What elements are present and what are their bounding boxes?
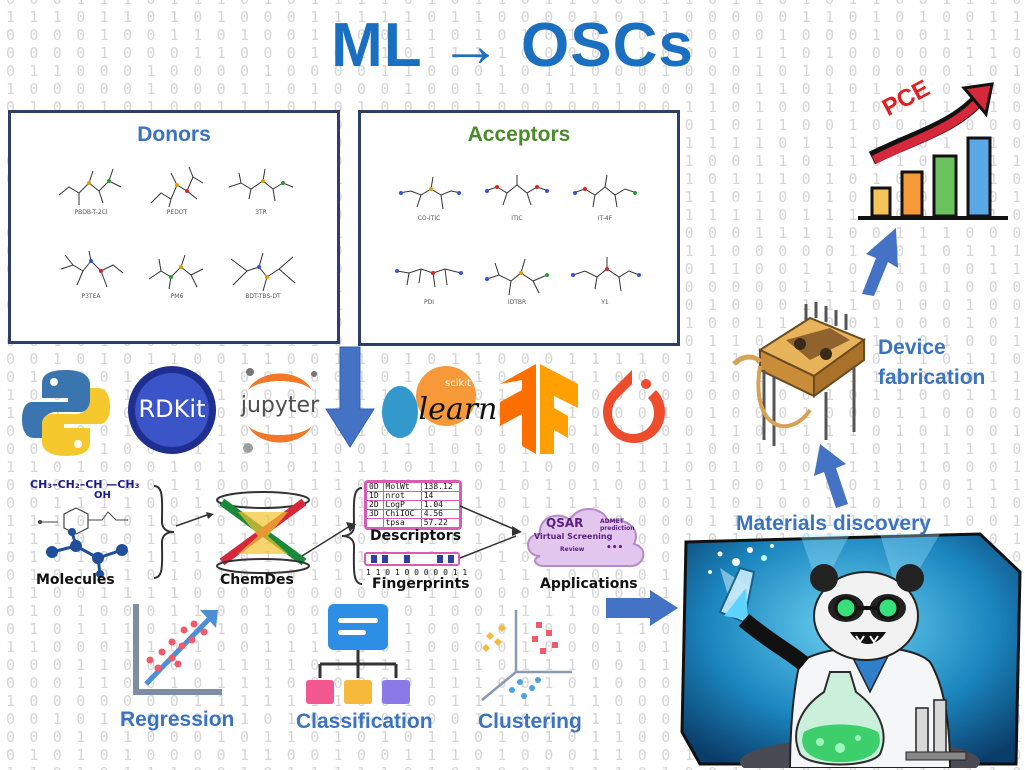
jupyter-logo-text: jupyter bbox=[240, 393, 320, 418]
molecule-formula-oh: OH bbox=[94, 490, 111, 501]
applications-label: Applications bbox=[540, 576, 638, 592]
regression-chart-icon bbox=[133, 604, 222, 695]
acceptor-molecule: Y1 bbox=[565, 255, 645, 306]
molecules-label: Molecules bbox=[36, 572, 115, 588]
up-arrow-icon bbox=[814, 444, 848, 508]
molecule-label: IT-4F bbox=[597, 215, 613, 222]
down-arrow-icon bbox=[325, 346, 375, 448]
donor-molecule: BDT-TBS-DT bbox=[221, 249, 305, 300]
binary-column: 1 0 0 1 0 0 0 0 1 0 1 0 1 0 0 1 0 0 0 1 … bbox=[731, 0, 741, 770]
molecule-label: IDTBR bbox=[507, 299, 527, 306]
descriptor-cell bbox=[366, 518, 384, 528]
molecule-structure-icon bbox=[58, 168, 122, 205]
molecule-structure-icon bbox=[395, 268, 463, 288]
molecule-label: CO-ITIC bbox=[417, 215, 441, 222]
device-illustration bbox=[732, 302, 867, 446]
molecule-structure-icon bbox=[572, 174, 638, 208]
molecule-label: PBDB-T-2Cl bbox=[74, 209, 108, 216]
device-fabrication-label-line1: Device bbox=[878, 336, 946, 359]
molecule-label: ITIC bbox=[511, 215, 523, 222]
sklearn-logo-small-text: scikit bbox=[445, 378, 471, 389]
more-dots: ••• bbox=[606, 543, 624, 553]
molecule-label: P3TEA bbox=[81, 293, 101, 300]
molecule-drawings-icon bbox=[38, 507, 128, 578]
molecule-structure-icon bbox=[148, 254, 204, 290]
fingerprint-bar bbox=[364, 552, 460, 566]
chemdes-logo-icon bbox=[216, 491, 310, 574]
acceptor-molecule: ITIC bbox=[477, 171, 557, 222]
rdkit-logo-text: RDKit bbox=[138, 395, 206, 423]
arrow-right-icon bbox=[175, 512, 214, 527]
applications-cloud-icon bbox=[527, 508, 645, 568]
jupyter-logo-icon bbox=[243, 368, 317, 453]
brace-icon bbox=[341, 487, 363, 585]
donor-molecule: P3TEA bbox=[51, 249, 131, 300]
donor-molecule: PBDB-T-2Cl bbox=[51, 165, 131, 216]
donor-molecule: PM6 bbox=[137, 249, 217, 300]
molecule-label: 3TR bbox=[255, 209, 267, 216]
python-logo-icon bbox=[22, 370, 110, 456]
donors-panel: Donors PBDB-T-2Cl PEDOT 3TR P3TEA PM6 BD… bbox=[8, 110, 340, 344]
fingerprint-bits: 1 1 0 1 0 0 0 0 0 1 1 bbox=[366, 568, 468, 577]
molecule-structure-icon bbox=[484, 175, 550, 206]
acceptors-panel: Acceptors CO-ITIC ITIC IT-4F PDI IDTBR Y… bbox=[358, 110, 680, 346]
molecule-structure-icon bbox=[398, 176, 462, 210]
right-arrow-icon bbox=[606, 590, 678, 626]
donor-molecule: PEDOT bbox=[137, 165, 217, 216]
molecule-label: Y1 bbox=[601, 299, 609, 306]
arrow-converge-icon bbox=[459, 505, 522, 559]
molecule-formula: CH₃–CH₂–CH —CH₃ bbox=[30, 478, 140, 491]
up-arrow-icon bbox=[862, 228, 898, 296]
materials-discovery-label: Materials discovery bbox=[736, 512, 931, 535]
review-text: Review bbox=[560, 546, 585, 553]
regression-label: Regression bbox=[120, 708, 235, 731]
molecule-label: PM6 bbox=[170, 293, 184, 300]
descriptor-cell: tpsa bbox=[382, 518, 422, 528]
descriptors-label: Descriptors bbox=[370, 528, 462, 544]
molecule-structure-icon bbox=[150, 166, 204, 208]
molecule-structure-icon bbox=[60, 250, 124, 288]
molecule-label: PEDOT bbox=[166, 209, 188, 216]
pce-bar-chart-icon bbox=[858, 82, 1008, 220]
fingerprints-label: Fingerprints bbox=[372, 576, 470, 592]
donor-molecule: 3TR bbox=[221, 165, 301, 216]
clustering-label: Clustering bbox=[478, 710, 582, 733]
molecule-structure-icon bbox=[571, 257, 641, 292]
admet-text: ADMET prediction bbox=[600, 518, 635, 532]
sklearn-logo-icon bbox=[382, 366, 476, 438]
classification-label: Classification bbox=[296, 710, 433, 733]
clustering-chart-icon bbox=[481, 610, 572, 701]
molecule-label: BDT-TBS-DT bbox=[245, 293, 281, 300]
descriptor-cell: 3D bbox=[366, 509, 384, 519]
donors-title: Donors bbox=[137, 123, 211, 146]
molecule-structure-icon bbox=[228, 168, 294, 202]
brace-icon bbox=[153, 485, 175, 579]
acceptor-molecule: IDTBR bbox=[477, 255, 557, 306]
classification-tree-icon bbox=[306, 604, 410, 704]
device-fabrication-label-line2: fabrication bbox=[878, 366, 986, 389]
tensorflow-logo-icon bbox=[500, 364, 578, 454]
virtual-screening-text: Virtual Screening bbox=[534, 532, 613, 541]
sklearn-logo-text: learn bbox=[418, 392, 498, 427]
acceptor-molecule: CO-ITIC bbox=[389, 171, 469, 222]
qsar-text: QSAR bbox=[546, 516, 584, 530]
acceptor-molecule: IT-4F bbox=[565, 171, 645, 222]
acceptors-title: Acceptors bbox=[467, 123, 571, 146]
pytorch-logo-icon bbox=[603, 370, 665, 443]
molecule-structure-icon bbox=[230, 252, 296, 292]
panda-scientist-illustration bbox=[680, 532, 1022, 768]
descriptor-cell: 57.22 bbox=[420, 518, 461, 528]
molecule-structure-icon bbox=[485, 258, 549, 296]
main-title: ML → OSCs bbox=[331, 11, 694, 80]
molecule-label: PDI bbox=[423, 299, 434, 306]
chemdes-label: ChemDes bbox=[220, 572, 294, 588]
acceptor-molecule: PDI bbox=[389, 255, 469, 306]
rdkit-logo-icon bbox=[128, 366, 216, 454]
